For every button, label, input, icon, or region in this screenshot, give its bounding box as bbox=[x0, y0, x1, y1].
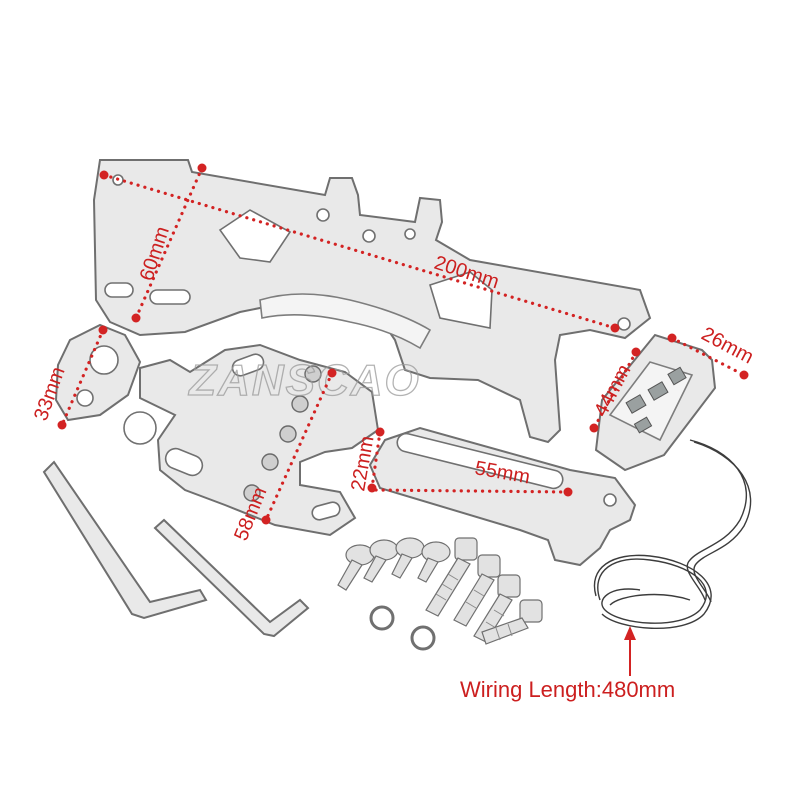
countersunk-screw bbox=[417, 541, 451, 583]
countersunk-screw bbox=[337, 544, 375, 591]
hex-bolt bbox=[425, 537, 478, 617]
watermark-logo: ZANSCAO bbox=[187, 356, 421, 405]
wiring-length-callout: Wiring Length:480mm bbox=[460, 626, 675, 702]
hex-bolt bbox=[453, 554, 501, 627]
slotted-arm bbox=[368, 426, 637, 567]
plate-light bbox=[594, 333, 717, 472]
lock-washer bbox=[410, 625, 436, 651]
hex-bolt bbox=[473, 574, 521, 643]
wiring-harness bbox=[593, 439, 752, 630]
allen-wrench-small bbox=[153, 518, 310, 638]
allen-wrench-large bbox=[42, 460, 208, 620]
lock-washer bbox=[369, 605, 395, 631]
countersunk-screw bbox=[391, 537, 425, 579]
clamp-piece bbox=[54, 323, 142, 422]
wiring-length-label: Wiring Length:480mm bbox=[460, 677, 675, 702]
license-plate-bracket bbox=[92, 159, 652, 444]
hex-bolt bbox=[481, 599, 543, 645]
hardware-set bbox=[337, 537, 543, 651]
mounting-bracket bbox=[123, 343, 380, 537]
